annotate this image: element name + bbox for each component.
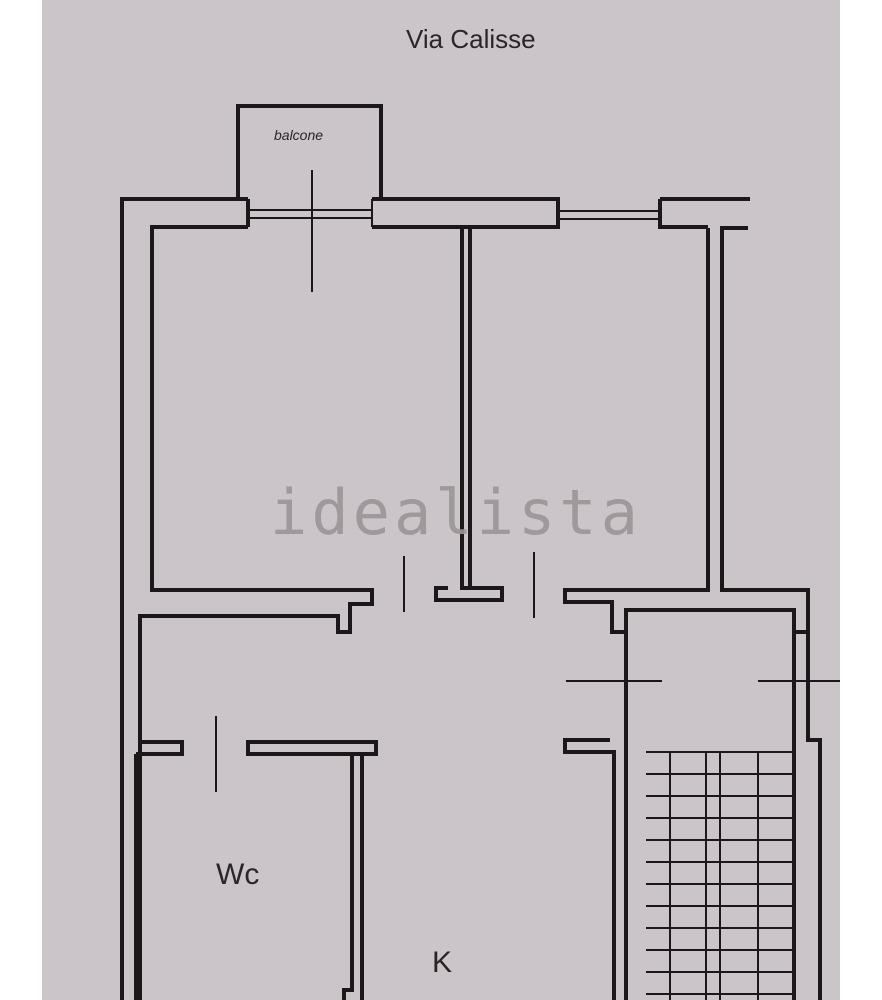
stair-stringers [669,752,759,1000]
outer-wall-inner-line [138,225,374,1000]
outer-wall-outer-line [120,197,248,1000]
room-label-kitchen: K [432,946,453,979]
room-label-bathroom: Wc [216,858,260,891]
street-label: Via Calisse [406,24,536,54]
watermark: idealista [270,476,642,549]
balcony-outline [236,104,383,200]
room-label-balcony: balcone [274,127,324,143]
